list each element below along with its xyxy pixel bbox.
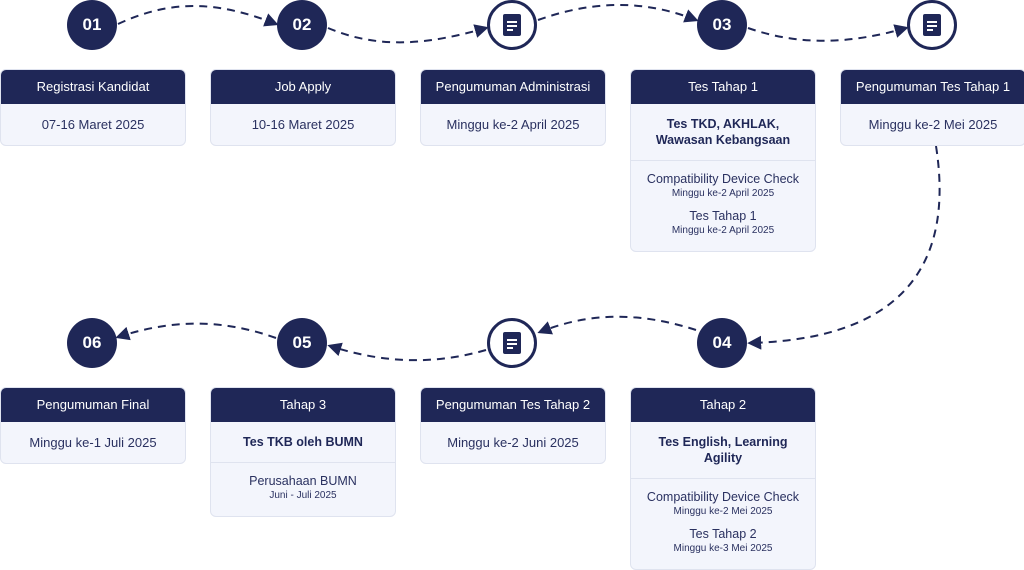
card-title: Tes Tahap 1 bbox=[631, 70, 815, 104]
connector-03-doc2 bbox=[747, 24, 909, 42]
card-title: Pengumuman Final bbox=[1, 388, 185, 422]
card-date: Minggu ke-2 Mei 2025 bbox=[868, 117, 998, 132]
card-date: Minggu ke-1 Juli 2025 bbox=[29, 435, 157, 450]
card-title: Job Apply bbox=[211, 70, 395, 104]
document-icon bbox=[503, 14, 521, 36]
card-date: 10-16 Maret 2025 bbox=[251, 117, 355, 132]
item-date: Juni - Juli 2025 bbox=[269, 490, 337, 501]
card-item: Compatibility Device Check Minggu ke-2 A… bbox=[637, 167, 809, 204]
stage-card-tahap-2: Tahap 2 Tes English, Learning Agility Co… bbox=[630, 387, 816, 570]
stage-card-pengumuman-final: Pengumuman Final Minggu ke-1 Juli 2025 bbox=[0, 387, 186, 464]
item-title: Compatibility Device Check bbox=[646, 172, 800, 186]
step-node-03: 03 bbox=[697, 0, 747, 50]
step-number: 01 bbox=[82, 15, 102, 34]
connector-doc3-05 bbox=[327, 342, 487, 362]
step-node-04: 04 bbox=[697, 318, 747, 368]
item-date: Minggu ke-2 April 2025 bbox=[671, 225, 775, 236]
stage-card-job-apply: Job Apply 10-16 Maret 2025 bbox=[210, 69, 396, 146]
card-title: Pengumuman Tes Tahap 1 bbox=[841, 70, 1024, 104]
item-title: Tes Tahap 1 bbox=[689, 209, 757, 223]
announcement-node-tahap-1 bbox=[907, 0, 957, 50]
item-date: Minggu ke-3 Mei 2025 bbox=[673, 543, 773, 554]
connector-doc1-03 bbox=[537, 3, 699, 23]
step-number: 03 bbox=[712, 15, 732, 34]
item-title: Perusahaan BUMN bbox=[249, 474, 357, 488]
step-number: 04 bbox=[712, 333, 732, 352]
step-node-01: 01 bbox=[67, 0, 117, 50]
card-subtitle: Tes English, Learning Agility bbox=[631, 422, 815, 479]
card-title: Pengumuman Tes Tahap 2 bbox=[421, 388, 605, 422]
announcement-node-tahap-2 bbox=[487, 318, 537, 368]
card-items: Compatibility Device Check Minggu ke-2 A… bbox=[631, 161, 815, 251]
card-items: Compatibility Device Check Minggu ke-2 M… bbox=[631, 479, 815, 569]
step-number: 05 bbox=[292, 333, 312, 352]
card-title: Registrasi Kandidat bbox=[1, 70, 185, 104]
document-icon bbox=[923, 14, 941, 36]
item-title: Compatibility Device Check bbox=[646, 490, 800, 504]
card-item: Tes Tahap 1 Minggu ke-2 April 2025 bbox=[637, 204, 809, 241]
step-number: 02 bbox=[292, 15, 312, 34]
card-items: Perusahaan BUMN Juni - Juli 2025 bbox=[211, 463, 395, 516]
card-date: 07-16 Maret 2025 bbox=[41, 117, 145, 132]
card-title: Tahap 2 bbox=[631, 388, 815, 422]
step-node-06: 06 bbox=[67, 318, 117, 368]
announcement-node-administrasi bbox=[487, 0, 537, 50]
card-date: Minggu ke-2 Juni 2025 bbox=[447, 435, 579, 450]
document-icon bbox=[503, 332, 521, 354]
connector-doc2-04 bbox=[747, 145, 941, 350]
card-item: Compatibility Device Check Minggu ke-2 M… bbox=[637, 485, 809, 522]
card-subtitle: Tes TKD, AKHLAK, Wawasan Kebangsaan bbox=[631, 104, 815, 161]
stage-card-registrasi: Registrasi Kandidat 07-16 Maret 2025 bbox=[0, 69, 186, 146]
item-date: Minggu ke-2 Mei 2025 bbox=[673, 506, 773, 517]
card-subtitle: Tes TKB oleh BUMN bbox=[211, 422, 395, 463]
stage-card-pengumuman-tes-tahap-2: Pengumuman Tes Tahap 2 Minggu ke-2 Juni … bbox=[420, 387, 606, 464]
connector-05-06 bbox=[115, 322, 277, 341]
card-title: Pengumuman Administrasi bbox=[421, 70, 605, 104]
step-number: 06 bbox=[82, 333, 102, 352]
stage-card-tes-tahap-1: Tes Tahap 1 Tes TKD, AKHLAK, Wawasan Keb… bbox=[630, 69, 816, 252]
stage-card-tahap-3: Tahap 3 Tes TKB oleh BUMN Perusahaan BUM… bbox=[210, 387, 396, 517]
card-item: Perusahaan BUMN Juni - Juli 2025 bbox=[217, 469, 389, 506]
stage-card-pengumuman-tes-tahap-1: Pengumuman Tes Tahap 1 Minggu ke-2 Mei 2… bbox=[840, 69, 1024, 146]
card-title: Tahap 3 bbox=[211, 388, 395, 422]
connector-01-02 bbox=[117, 5, 279, 27]
card-item: Tes Tahap 2 Minggu ke-3 Mei 2025 bbox=[637, 522, 809, 559]
step-node-02: 02 bbox=[277, 0, 327, 50]
step-node-05: 05 bbox=[277, 318, 327, 368]
stage-card-pengumuman-administrasi: Pengumuman Administrasi Minggu ke-2 Apri… bbox=[420, 69, 606, 146]
connector-04-doc3 bbox=[537, 315, 697, 335]
connector-02-doc1 bbox=[327, 24, 489, 44]
item-date: Minggu ke-2 April 2025 bbox=[671, 188, 775, 199]
card-date: Minggu ke-2 April 2025 bbox=[446, 117, 580, 132]
item-title: Tes Tahap 2 bbox=[689, 527, 757, 541]
